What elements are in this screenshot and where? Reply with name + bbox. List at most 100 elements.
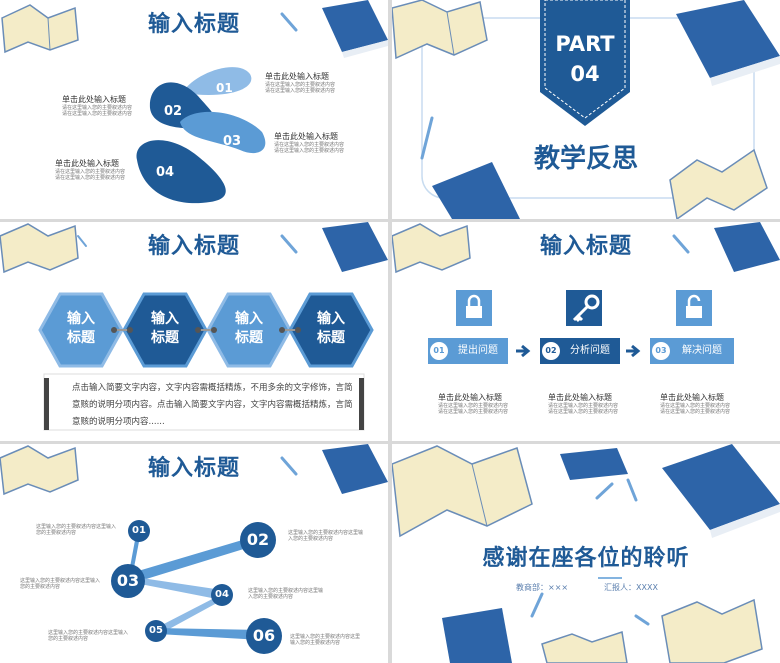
closed-book-icon	[714, 222, 780, 272]
item-title: 单击此处输入标题	[274, 132, 338, 141]
part-badge	[540, 0, 630, 126]
open-book-icon	[669, 148, 768, 219]
item-body: 请在这里输入您的主要叙述内容请在这里输入您的主要叙述内容	[274, 142, 345, 154]
step-title: 单击此处输入标题	[660, 393, 724, 402]
bubble-label-04: 04	[156, 165, 175, 180]
step-bar-3: 03 解决问题	[650, 338, 734, 364]
open-book-icon	[0, 223, 79, 274]
step-title: 单击此处输入标题	[438, 393, 502, 402]
slide-6[interactable]: 感谢在座各位的聆听 教商部：××× 汇报人：XXXX	[392, 444, 780, 663]
closed-book-icon	[662, 444, 780, 538]
part-label: PART	[555, 32, 615, 56]
bubble-label-02: 02	[164, 104, 183, 119]
pen-icon	[634, 614, 650, 626]
node-02: 02	[240, 522, 276, 558]
bubble-01	[182, 67, 252, 96]
slide-decor	[1, 0, 388, 204]
arrow-icon	[516, 344, 531, 358]
slide-decor	[0, 222, 388, 431]
closed-book-icon	[442, 608, 512, 663]
pen-icon	[77, 235, 87, 247]
node-text: 这里输入您的主要叙述内容这里输入您的主要叙述内容	[288, 530, 364, 542]
pen-icon	[672, 234, 690, 254]
step-number: 01	[430, 342, 448, 360]
hex-label-4: 输入标题	[317, 311, 345, 346]
node-04: 04	[211, 584, 233, 606]
step-body: 请在这里输入您的主要叙述内容请在这里输入您的主要叙述内容	[660, 403, 731, 415]
step-body: 请在这里输入您的主要叙述内容请在这里输入您的主要叙述内容	[548, 403, 619, 415]
slide-title: 输入标题	[147, 12, 240, 37]
step-label: 提出问题	[458, 345, 498, 356]
step-label: 解决问题	[682, 345, 722, 356]
slide-3[interactable]: 输入标题 输入标题 输入标题 输入标题 输入标题 点击输入简要文字内容，文字内容…	[0, 222, 388, 441]
step-body: 请在这里输入您的主要叙述内容请在这里输入您的主要叙述内容	[438, 403, 509, 415]
arrow-icon	[626, 344, 641, 358]
slide-5[interactable]: 输入标题 01 02 03 04 05 06 这里输入您的主要叙述内容这里输入您…	[0, 444, 388, 663]
item-title: 单击此处输入标题	[62, 95, 126, 104]
slide-title: 输入标题	[539, 234, 632, 259]
item-title: 单击此处输入标题	[55, 159, 119, 168]
open-book-icon	[661, 598, 763, 663]
item-title: 单击此处输入标题	[265, 72, 329, 81]
hex-label-3: 输入标题	[235, 311, 263, 346]
hexagon-1	[38, 292, 124, 368]
closed-book-icon	[676, 0, 780, 86]
node-03: 03	[111, 564, 145, 598]
step-bar-1: 01 提出问题	[428, 338, 508, 364]
slide-decor	[392, 444, 780, 663]
slide-4[interactable]: 输入标题 01 提出问题 02 分析问题 03 解决问题 单击此处输入标题 请在…	[392, 222, 780, 441]
pen-icon	[280, 234, 298, 254]
bubble-label-03: 03	[223, 134, 242, 149]
closed-book-icon	[560, 448, 628, 480]
pen-icon	[626, 478, 638, 502]
node-05: 05	[145, 620, 167, 642]
pen-icon	[530, 592, 544, 618]
step-number: 03	[652, 342, 670, 360]
closed-book-icon	[322, 444, 388, 494]
closed-book-icon	[432, 162, 520, 219]
step-number: 02	[542, 342, 560, 360]
step-label: 分析问题	[570, 345, 610, 356]
slide-decor	[392, 222, 780, 358]
slide-title: 输入标题	[147, 456, 240, 481]
thank-you-title: 感谢在座各位的聆听	[482, 546, 690, 571]
item-body: 请在这里输入您的主要叙述内容请在这里输入您的主要叙述内容	[62, 105, 133, 117]
open-book-icon	[541, 631, 628, 663]
node-text: 这里输入您的主要叙述内容这里输入您的主要叙述内容	[290, 634, 361, 646]
node-text: 这里输入您的主要叙述内容这里输入您的主要叙述内容	[36, 524, 117, 536]
pen-icon	[280, 12, 298, 32]
closed-book-icon	[322, 0, 388, 58]
slide-decor	[0, 444, 388, 640]
reporter-label: 汇报人：XXXX	[604, 583, 658, 592]
closed-book-icon	[322, 222, 388, 272]
slide-2[interactable]: PART 04 教学反思	[392, 0, 780, 219]
open-book-icon	[0, 445, 79, 496]
bubble-label-01: 01	[216, 81, 233, 95]
pen-icon	[595, 482, 614, 500]
node-text: 这里输入您的主要叙述内容这里输入您的主要叙述内容	[48, 630, 129, 642]
pen-icon	[420, 116, 434, 160]
section-title: 教学反思	[533, 144, 638, 174]
part-number: 04	[570, 62, 600, 86]
item-body: 请在这里输入您的主要叙述内容请在这里输入您的主要叙述内容	[265, 82, 336, 94]
node-text: 这里输入您的主要叙述内容这里输入您的主要叙述内容	[248, 588, 324, 600]
slide-title: 输入标题	[147, 234, 240, 259]
node-01: 01	[128, 520, 150, 542]
open-book-icon	[1, 4, 79, 54]
node-text: 这里输入您的主要叙述内容这里输入您的主要叙述内容	[20, 578, 101, 590]
hex-label-1: 输入标题	[67, 311, 95, 346]
slide-1[interactable]: 输入标题 01 02 03 04 单击此处输入标题 请在这里输入您的主要叙述内容…	[0, 0, 388, 219]
open-book-icon	[392, 223, 471, 274]
open-book-icon	[392, 0, 488, 60]
hex-label-2: 输入标题	[151, 311, 179, 346]
body-text: 点击输入简要文字内容，文字内容需概括精炼，不用多余的文字修饰，言简意赅的说明分项…	[72, 383, 353, 427]
node-06: 06	[246, 618, 282, 654]
step-bar-2: 02 分析问题	[540, 338, 620, 364]
pen-icon	[280, 456, 298, 476]
step-title: 单击此处输入标题	[548, 393, 612, 402]
item-body: 请在这里输入您的主要叙述内容请在这里输入您的主要叙述内容	[55, 169, 126, 181]
open-book-icon	[392, 445, 533, 538]
bubble-03	[180, 111, 266, 154]
slide-decor	[392, 0, 780, 219]
department-label: 教商部：×××	[516, 583, 569, 592]
